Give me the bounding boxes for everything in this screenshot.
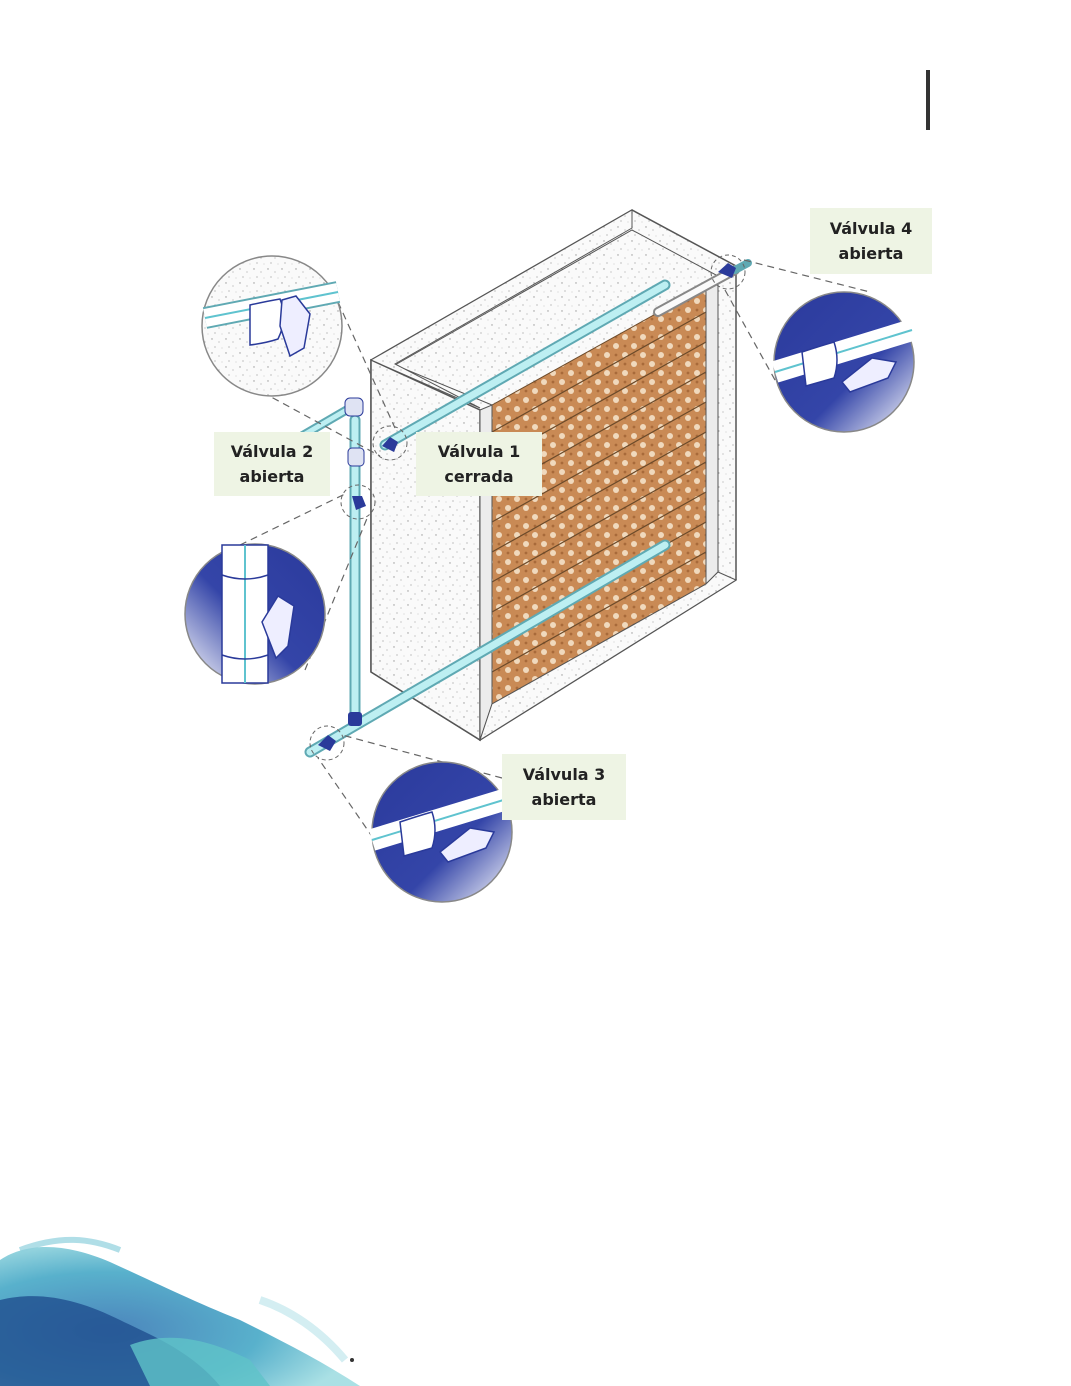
valve-2-label: Válvula 2 abierta — [214, 432, 330, 496]
valve-1-label-line2: cerrada — [444, 467, 514, 486]
valve-closed-icon — [279, 295, 311, 358]
elbow-fitting-icon — [344, 397, 365, 726]
valve-1-detail — [201, 255, 343, 397]
valve-2-detail — [184, 543, 326, 685]
valve-4-small-icon — [710, 254, 746, 290]
valve-4-detail — [771, 291, 916, 433]
valve-2-label-line2: abierta — [239, 467, 305, 486]
cooler-housing — [369, 209, 738, 742]
header-rule — [926, 70, 930, 130]
valve-3-small-icon — [309, 725, 345, 761]
valve-2-label-line1: Válvula 2 — [230, 442, 314, 461]
valve-4-label: Válvula 4 abierta — [810, 208, 932, 274]
valve-open-icon — [261, 594, 295, 660]
valve-2-small-icon — [340, 484, 376, 520]
valve-1-label-line1: Válvula 1 — [437, 442, 521, 461]
valve-4-label-line1: Válvula 4 — [829, 219, 913, 238]
valve-1-label: Válvula 1 cerrada — [416, 432, 542, 496]
valve-1-small-icon — [372, 425, 408, 461]
valve-3-label-line1: Válvula 3 — [522, 765, 606, 784]
water-pipes — [290, 259, 752, 758]
valve-3-label: Válvula 3 abierta — [502, 754, 626, 820]
valve-3-detail — [368, 761, 514, 903]
valve-4-label-line2: abierta — [838, 244, 904, 263]
valve-3-label-line2: abierta — [531, 790, 597, 809]
watercolor-decoration — [0, 1236, 360, 1386]
